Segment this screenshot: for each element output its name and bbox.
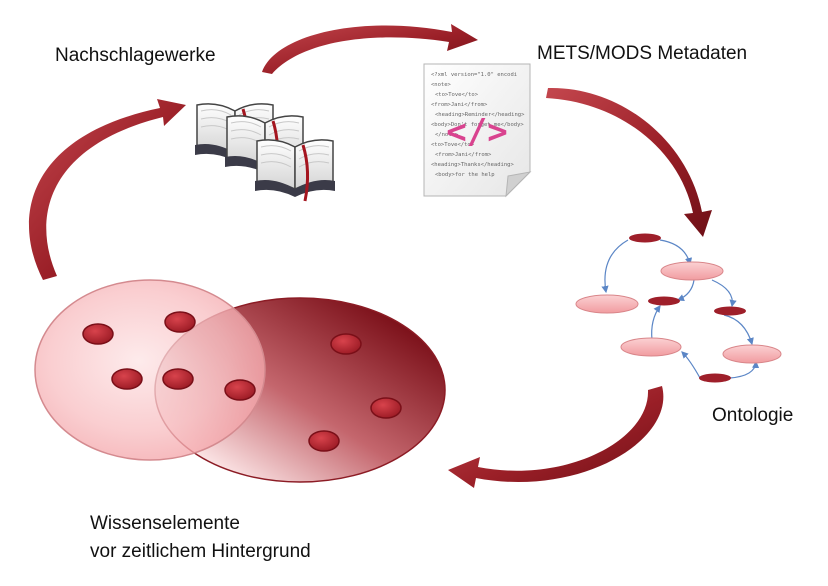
code-glyph: </> [446, 112, 507, 152]
ontology-node [648, 296, 680, 306]
knowledge-set-light [34, 279, 266, 461]
xml-code-line: <note> [431, 82, 452, 88]
ontology-node [699, 373, 731, 383]
ontology-node [575, 294, 639, 314]
xml-code-line: <heading>Reminder</heading> [435, 112, 525, 118]
knowledge-element [330, 333, 362, 355]
knowledge-element [370, 397, 402, 419]
venn-diagram-icon [34, 279, 446, 483]
xml-code-line: <body>for the help [435, 172, 495, 178]
xml-code-line: <body>Don't forget me</body> [431, 122, 524, 128]
arrow-books-to-metadata [262, 24, 478, 74]
xml-code-line: <to>Tove</to> [435, 92, 479, 98]
knowledge-element [162, 368, 194, 390]
knowledge-element [82, 323, 114, 345]
xml-code-line: <from>Jani</from> [435, 152, 492, 158]
xml-code-line: <to>Tove</to> [431, 142, 475, 148]
knowledge-element [308, 430, 340, 452]
label-knowledge-line2: vor zeitlichem Hintergrund [90, 541, 311, 562]
ontology-graph-icon [601, 239, 760, 379]
xml-code-line: </note> [435, 132, 459, 138]
knowledge-elements [82, 311, 402, 452]
xml-code-line: <?xml version="1.0" encodi [431, 72, 517, 78]
arrow-metadata-to-ontology [546, 87, 712, 237]
arrow-knowledge-to-books [28, 99, 186, 280]
knowledge-element [111, 368, 143, 390]
label-ontology: Ontologie [712, 405, 794, 426]
ontology-node [629, 233, 661, 243]
label-knowledge: Wissenselemente vor zeitlichem Hintergru… [90, 510, 311, 566]
xml-code-line: <from>Jani</from> [431, 102, 488, 108]
xml-document-icon: <?xml version="1.0" encodi <note> <to>Tove… [423, 63, 532, 198]
label-metadata: METS/MODS Metadaten [537, 43, 748, 64]
knowledge-element [164, 311, 196, 333]
ontology-node [620, 337, 682, 357]
arrow-ontology-to-knowledge [448, 386, 664, 488]
xml-code-lines: <?xml version="1.0" encodi <note> <to>Tove… [431, 72, 525, 178]
label-knowledge-line1: Wissenselemente [90, 513, 240, 534]
xml-code-line: <heading>Thanks</heading> [431, 162, 514, 168]
books-icon [195, 103, 337, 203]
label-reference-works: Nachschlagewerke [55, 45, 216, 66]
knowledge-element [224, 379, 256, 401]
ontology-nodes [575, 233, 782, 383]
ontology-node [660, 261, 724, 281]
ontology-node [722, 344, 782, 364]
ontology-node [714, 306, 746, 316]
